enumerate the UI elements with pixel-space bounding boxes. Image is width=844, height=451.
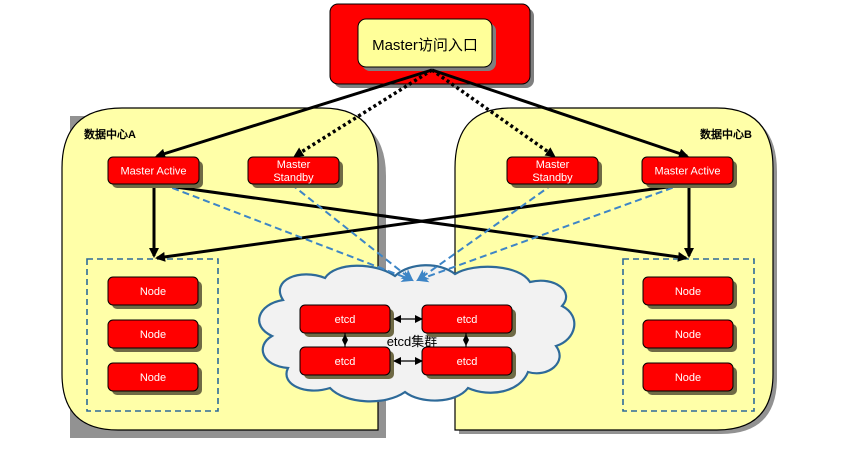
- master-standby-b-label: Master: [536, 159, 570, 171]
- master-standby-b-label: Standby: [532, 172, 573, 184]
- node-a-1-label: Node: [140, 286, 166, 298]
- master-standby-b-to-etcd: [416, 183, 554, 282]
- node-b-2-label: Node: [675, 329, 701, 341]
- entry-to-master-standby-a: [293, 68, 433, 158]
- node-a-2-label: Node: [140, 329, 166, 341]
- master-standby-a-label: Standby: [273, 172, 314, 184]
- master-node-connections: [149, 182, 694, 262]
- master-active-b-to-nodes-a: [155, 182, 690, 262]
- etcd-2-label: etcd: [457, 314, 478, 326]
- entry-to-master-standby-b: [430, 68, 556, 158]
- node-b-1-label: Node: [675, 286, 701, 298]
- master-active-a[interactable]: Master Active: [107, 156, 203, 188]
- etcd-links: [342, 315, 469, 365]
- master-active-a-label: Master Active: [120, 165, 186, 177]
- node-a-1[interactable]: Node: [107, 276, 202, 309]
- master-standby-a-body: [247, 156, 340, 185]
- master-active-b-body: [641, 156, 734, 185]
- master-active-a-body: [107, 156, 200, 185]
- node-group-b: [622, 258, 755, 412]
- node-b-2[interactable]: Node: [642, 319, 737, 352]
- master-active-a-to-etcd: [161, 183, 414, 283]
- etcd-3-label: etcd: [335, 356, 356, 368]
- node-b-3[interactable]: Node: [642, 362, 737, 395]
- datacenter-a-label: 数据中心A: [84, 127, 136, 141]
- node-a-1-body: [107, 276, 199, 306]
- etcd-connections: [161, 183, 684, 283]
- master-active-b-label: Master Active: [654, 165, 720, 177]
- master-active-b-to-etcd: [416, 183, 684, 283]
- etcd-4-label: etcd: [457, 356, 478, 368]
- node-a-2-body: [107, 319, 199, 349]
- node-b-2-body: [642, 319, 734, 349]
- node-b-1-body: [642, 276, 734, 306]
- node-b-3-label: Node: [675, 372, 701, 384]
- datacenter-b-label: 数据中心B: [700, 127, 752, 141]
- node-a-3-body: [107, 362, 199, 392]
- node-group-a: [86, 258, 219, 412]
- etcd-3[interactable]: etcd: [299, 346, 394, 379]
- node-a-2[interactable]: Node: [107, 319, 202, 352]
- entry-to-master-active-b: [431, 68, 689, 159]
- etcd-link-left-diamond: [342, 334, 348, 346]
- node-a-3-label: Node: [140, 372, 166, 384]
- etcd-1[interactable]: etcd: [299, 304, 394, 337]
- etcd-4[interactable]: etcd: [421, 346, 516, 379]
- master-entry-label: Master访问入口: [372, 37, 478, 54]
- master-standby-b-body: [506, 156, 599, 185]
- etcd-link-right-diamond: [463, 334, 469, 346]
- master-standby-a-to-etcd: [290, 183, 414, 282]
- entry-connections: [155, 68, 689, 159]
- entry-to-master-active-a: [155, 68, 433, 159]
- node-a-3[interactable]: Node: [107, 362, 202, 395]
- etcd-2[interactable]: etcd: [421, 304, 516, 337]
- etcd-1-label: etcd: [335, 314, 356, 326]
- master-active-b[interactable]: Master Active: [641, 156, 737, 188]
- etcd-cluster-label: etcd集群: [387, 334, 438, 349]
- node-b-1[interactable]: Node: [642, 276, 737, 309]
- master-standby-a-label: Master: [277, 159, 311, 171]
- node-b-3-body: [642, 362, 734, 392]
- master-entry[interactable]: Master访问入口: [329, 3, 534, 88]
